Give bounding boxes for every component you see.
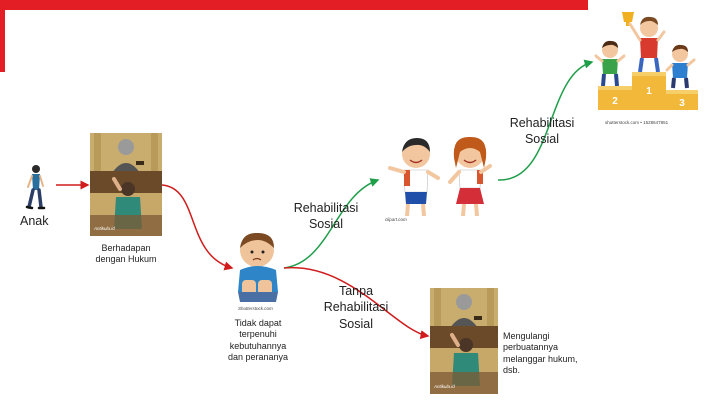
walking-person-icon [25,165,46,210]
berhadapan-line-1: Berhadapan [101,243,151,253]
mengulangi-line-2: perbuatannya [503,342,559,353]
anak-label: Anak [20,214,49,228]
tanpa-label: Tanpa Rehabilitasi Sosial [314,283,398,332]
tidak-line-2: terpenuhi [239,329,277,340]
courtroom-image-1 [90,133,162,236]
podium-image: 1 2 3 [594,12,698,110]
court1-watermark: Antikula.id [94,226,115,231]
mengulangi-line-3: melanggar hukum, [503,353,578,364]
arrow-court-to-boy [161,184,234,271]
rehab2-label: Rehabilitasi Sosial [502,115,582,148]
rehab1-label: Rehabilitasi Sosial [286,200,366,233]
tidak-line-4: dan perananya [227,351,289,362]
arrow-kids-to-podium [497,59,594,181]
berhadapan-label: Berhadapan dengan Hukum [86,243,166,266]
tanpa-line-2: Rehabilitasi [323,300,389,315]
top-accent-bar [0,0,588,10]
kids-watermark: clipart.com [385,217,407,222]
podium-number-3: 3 [679,98,685,109]
happy-kids-image [380,132,498,224]
arrow-boy-to-court2 [283,267,430,340]
rehab1-line-2: Sosial [308,217,344,232]
courtroom-image-2 [430,288,498,394]
tanpa-line-1: Tanpa [338,284,374,298]
mengulangi-line-1: Mengulangi [503,331,550,341]
mengulangi-line-4: dsb. [503,364,521,375]
mengulangi-label: Mengulangi perbuatannya melanggar hukum,… [503,331,603,376]
rehab2-line-1: Rehabilitasi [509,116,575,130]
tidak-label: Tidak dapat terpenuhi kebutuhannya dan p… [220,318,296,363]
sad-boy-image [238,232,278,302]
podium-number-1: 1 [646,86,652,97]
tidak-line-1: Tidak dapat [234,318,282,328]
rehab2-line-2: Sosial [524,132,560,147]
left-accent-bar [0,0,5,72]
berhadapan-line-2: dengan Hukum [95,254,157,265]
tanpa-line-3: Sosial [338,316,374,331]
tidak-line-3: kebutuhannya [229,340,287,351]
court2-watermark: Antikula.id [434,384,455,389]
boy-watermark: Shutterstock.com [238,306,273,311]
rehab1-line-1: Rehabilitasi [293,201,359,215]
podium-number-2: 2 [612,96,618,107]
arrow-boy-to-kids [283,178,380,269]
podium-watermark: shutterstock.com • 1528647851 [605,120,669,125]
